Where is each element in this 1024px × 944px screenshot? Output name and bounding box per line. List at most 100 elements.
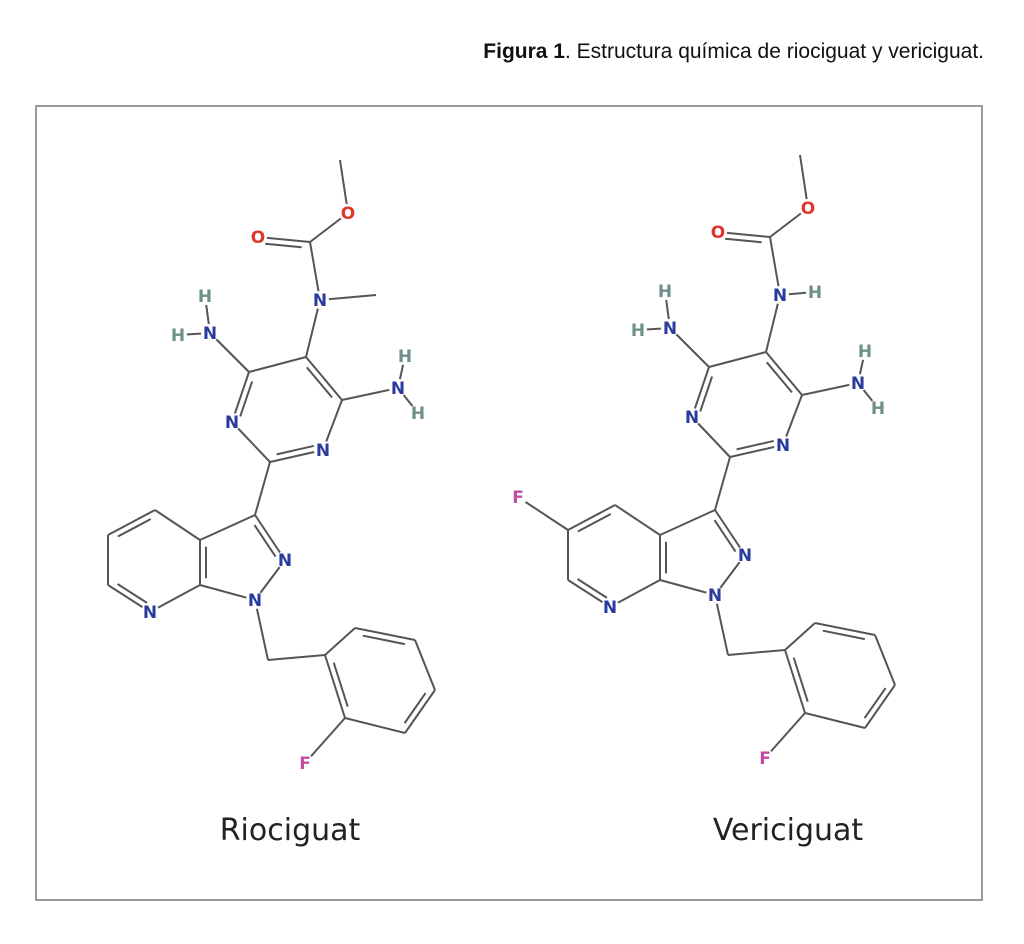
atom-label-bg bbox=[339, 204, 357, 222]
atom-label-n: N bbox=[663, 319, 677, 339]
atom-label-h: H bbox=[198, 287, 212, 307]
bond bbox=[354, 627, 416, 641]
vericiguat-name: Vericiguat bbox=[712, 813, 864, 848]
figure-frame bbox=[35, 105, 983, 901]
bond bbox=[341, 387, 399, 401]
figure-caption: Figura 1. Estructura química de riocigua… bbox=[483, 40, 984, 64]
bond bbox=[567, 504, 616, 531]
atom-label-bg bbox=[276, 551, 294, 569]
atom-label-h: H bbox=[808, 283, 822, 303]
atom-label-bg bbox=[246, 591, 264, 609]
atom-label-n: N bbox=[278, 551, 292, 571]
atom-label-bg bbox=[396, 347, 414, 365]
bond bbox=[714, 594, 729, 656]
double-bond-line bbox=[265, 242, 302, 249]
bond bbox=[254, 599, 269, 661]
atom-label-bg bbox=[601, 598, 619, 616]
bond bbox=[708, 351, 767, 368]
bond bbox=[814, 622, 876, 636]
atom-label-bg bbox=[629, 321, 647, 339]
atom-label-bg bbox=[509, 488, 527, 506]
atom-label-h: H bbox=[631, 321, 645, 341]
atom-label-f: F bbox=[512, 488, 524, 508]
bond bbox=[304, 717, 346, 764]
bond bbox=[669, 327, 710, 368]
double-bond-line bbox=[822, 629, 866, 641]
atom-label-n: N bbox=[603, 598, 617, 618]
bond bbox=[714, 456, 731, 511]
double-bond-line bbox=[117, 583, 148, 604]
atom-label-bg bbox=[806, 283, 824, 301]
atom-label-n: N bbox=[203, 324, 217, 344]
atom-label-bg bbox=[849, 374, 867, 392]
atom-label-n: N bbox=[143, 603, 157, 623]
double-bond-line bbox=[792, 657, 809, 703]
atom-label-bg bbox=[409, 404, 427, 422]
bond bbox=[729, 444, 784, 458]
bond bbox=[769, 236, 781, 296]
atom-label-n: N bbox=[685, 408, 699, 428]
bond bbox=[614, 504, 661, 536]
riociguat-name: Riociguat bbox=[219, 813, 361, 848]
atom-label-n: N bbox=[313, 291, 327, 311]
atom-label-n: N bbox=[708, 586, 722, 606]
bond bbox=[804, 712, 866, 729]
double-bond-line bbox=[306, 366, 333, 399]
atom-label-f: F bbox=[299, 754, 311, 774]
bond bbox=[149, 584, 201, 613]
atom-label-bg bbox=[774, 436, 792, 454]
bond bbox=[319, 294, 377, 301]
atom-label-h: H bbox=[398, 347, 412, 367]
bond bbox=[801, 382, 859, 396]
atom-label-bg bbox=[223, 413, 241, 431]
bond bbox=[199, 584, 256, 601]
bond bbox=[765, 294, 781, 353]
atom-label-o: O bbox=[711, 223, 725, 243]
bond bbox=[107, 509, 156, 536]
atom-label-o: O bbox=[341, 204, 355, 224]
atom-label-bg bbox=[756, 749, 774, 767]
atom-label-n: N bbox=[316, 441, 330, 461]
atom-label-bg bbox=[736, 546, 754, 564]
bond bbox=[269, 449, 324, 463]
atom-label-bg bbox=[311, 291, 329, 309]
atom-label-bg bbox=[661, 319, 679, 337]
atom-label-n: N bbox=[248, 591, 262, 611]
atom-label-bg bbox=[869, 399, 887, 417]
double-bond-line bbox=[725, 237, 762, 244]
atom-label-n: N bbox=[773, 286, 787, 306]
atom-label-h: H bbox=[858, 342, 872, 362]
double-bond-line bbox=[253, 524, 277, 558]
bond bbox=[784, 649, 806, 714]
atom-label-h: H bbox=[411, 404, 425, 424]
bond bbox=[209, 332, 250, 373]
bond bbox=[154, 509, 201, 541]
atom-label-bg bbox=[771, 286, 789, 304]
bond bbox=[784, 622, 816, 651]
bond bbox=[309, 241, 321, 301]
bond bbox=[305, 299, 321, 358]
bond bbox=[231, 421, 271, 463]
double-bond-line bbox=[766, 361, 793, 394]
atom-label-n: N bbox=[391, 379, 405, 399]
bond bbox=[609, 579, 661, 608]
atom-label-bg bbox=[683, 408, 701, 426]
double-bond-line bbox=[863, 687, 887, 719]
double-bond-line bbox=[403, 692, 427, 724]
atom-label-h: H bbox=[171, 326, 185, 346]
atom-label-bg bbox=[709, 223, 727, 241]
double-bond-line bbox=[362, 634, 406, 646]
atom-label-bg bbox=[296, 754, 314, 772]
atom-label-bg bbox=[201, 324, 219, 342]
bond bbox=[864, 684, 896, 729]
bond bbox=[305, 356, 343, 401]
bond bbox=[765, 351, 803, 396]
bond bbox=[727, 649, 786, 656]
bond bbox=[248, 356, 307, 373]
double-bond-line bbox=[713, 519, 737, 553]
bond bbox=[254, 461, 271, 516]
atom-label-bg bbox=[389, 379, 407, 397]
double-bond-line bbox=[276, 444, 314, 456]
